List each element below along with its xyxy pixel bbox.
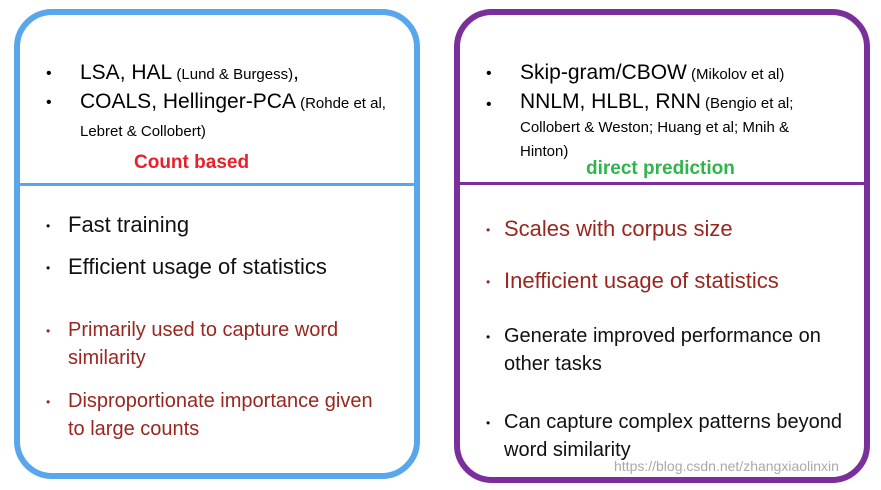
method-name: COALS, Hellinger-PCA (80, 90, 296, 113)
bullet-icon: • (46, 65, 52, 82)
bullet-icon: • (486, 330, 491, 344)
right-divider (460, 182, 864, 185)
method-citation: (Lund & Burgess) (172, 66, 294, 83)
right-con-item: • Scales with corpus size (486, 215, 856, 243)
bullet-icon: • (486, 275, 491, 289)
direct-prediction-panel: • Skip-gram/CBOW (Mikolov et al) • NNLM,… (454, 9, 870, 483)
pro-text: Generate improved performance on other t… (504, 325, 821, 375)
left-con-item: • Disproportionate importance given to l… (46, 387, 391, 443)
right-method-item: • NNLM, HLBL, RNN (Bengio et al; Collobe… (486, 91, 831, 163)
right-method-item: • Skip-gram/CBOW (Mikolov et al) (486, 60, 861, 88)
bullet-icon: • (46, 324, 51, 338)
con-text: Primarily used to capture word similarit… (68, 319, 339, 369)
bullet-icon: • (46, 219, 51, 233)
pro-text: Efficient usage of statistics (68, 254, 327, 279)
con-text: Disproportionate importance given to lar… (68, 390, 373, 440)
method-name: Skip-gram/CBOW (520, 61, 687, 84)
right-con-item: • Inefficient usage of statistics (486, 267, 856, 295)
left-divider (20, 183, 414, 186)
bullet-icon: • (486, 65, 492, 82)
right-pro-item: • Can capture complex patterns beyond wo… (486, 408, 856, 464)
bullet-icon: • (46, 261, 51, 275)
left-method-item: • LSA, HAL (Lund & Burgess), (46, 60, 406, 88)
count-based-label: Count based (134, 152, 250, 173)
direct-prediction-label: direct prediction (586, 158, 735, 179)
method-punct: , (293, 61, 299, 84)
bullet-icon: • (486, 96, 492, 113)
bullet-icon: • (486, 223, 491, 237)
left-con-item: • Primarily used to capture word similar… (46, 316, 391, 372)
pro-text: Fast training (68, 212, 190, 237)
bullet-icon: • (46, 395, 51, 409)
method-name: NNLM, HLBL, RNN (520, 90, 701, 113)
count-based-panel: • LSA, HAL (Lund & Burgess), • COALS, He… (14, 9, 420, 479)
bullet-icon: • (486, 416, 491, 430)
con-text: Scales with corpus size (504, 216, 733, 241)
method-citation: (Mikolov et al) (686, 66, 785, 83)
watermark: https://blog.csdn.net/zhangxiaolinxin (614, 458, 839, 474)
con-text: Inefficient usage of statistics (504, 268, 779, 293)
left-pro-item: • Efficient usage of statistics (46, 253, 406, 281)
right-pro-item: • Generate improved performance on other… (486, 322, 856, 378)
left-method-item: • COALS, Hellinger-PCA (Rohde et al, Leb… (46, 89, 396, 145)
left-pro-item: • Fast training (46, 211, 406, 239)
method-citation: (Bengio et al; Collobert & Weston; Huang… (520, 95, 794, 160)
bullet-icon: • (46, 94, 52, 111)
pro-text: Can capture complex patterns beyond word… (504, 411, 842, 461)
method-name: LSA, HAL (80, 61, 173, 84)
method-citation: (Rohde et al, Lebret & Collobert) (80, 95, 386, 140)
